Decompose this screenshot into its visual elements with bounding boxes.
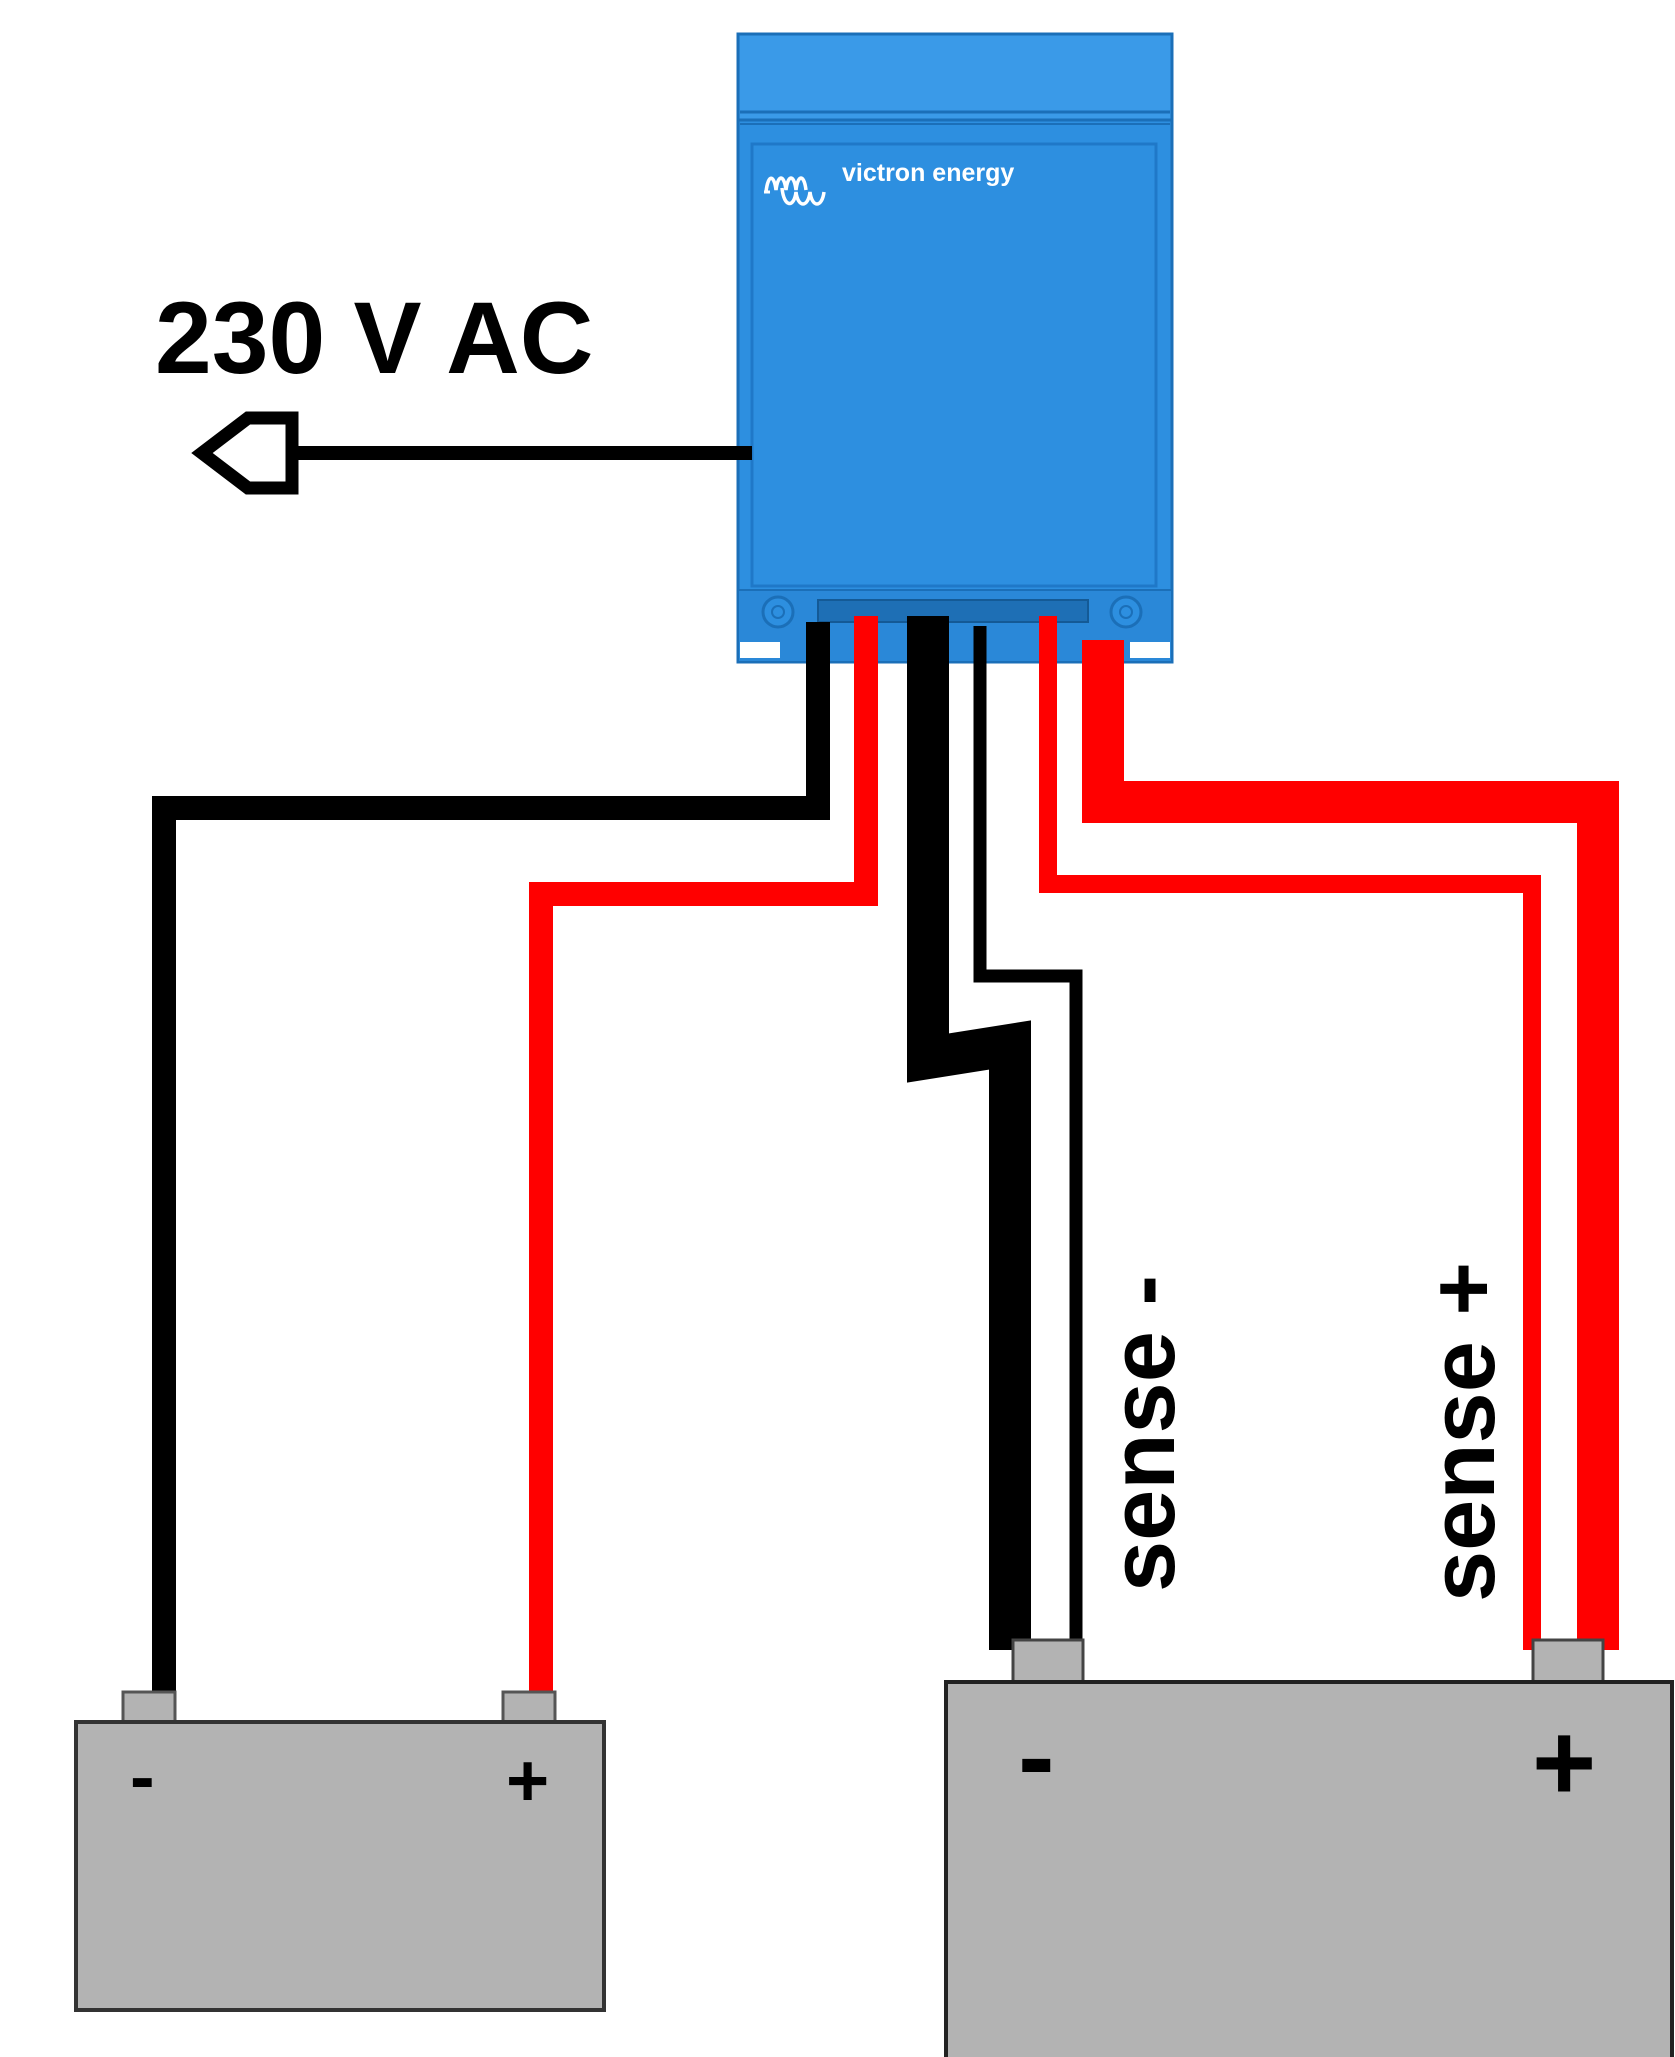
- sense-negative-label: sense -: [1092, 1275, 1194, 1592]
- main-negative-wire: [907, 616, 1031, 1650]
- ac-voltage-label: 230 V AC: [155, 281, 593, 395]
- brand-text: victron energy: [842, 159, 1014, 187]
- battery-small-body: [74, 1720, 606, 2012]
- small-battery-positive-wire: [529, 616, 878, 1694]
- battery-large-plus-label: +: [1532, 1701, 1596, 1824]
- battery-small-minus-label: -: [130, 1735, 155, 1818]
- battery-small-plus-label: +: [506, 1739, 549, 1822]
- power-supply-top-cap: [736, 32, 1174, 122]
- battery-large-terminal-negative: [1011, 1638, 1085, 1686]
- sense-positive-wire: [1039, 616, 1541, 1650]
- small-battery-negative-wire: [152, 622, 830, 1698]
- battery-large-body: [944, 1680, 1674, 2057]
- battery-large-minus-label: -: [1018, 1695, 1055, 1818]
- mount-screw-icon: [1109, 595, 1143, 629]
- power-supply-body: [736, 32, 1174, 664]
- battery-small-terminal-negative: [121, 1690, 177, 1726]
- sense-positive-label: sense +: [1412, 1262, 1514, 1602]
- power-supply-unit: victron energy: [736, 32, 1174, 664]
- battery-small-terminal-positive: [501, 1690, 557, 1726]
- battery-small: - +: [74, 1690, 606, 2012]
- main-positive-wire: [1082, 640, 1619, 1650]
- battery-large-terminal-positive: [1531, 1638, 1605, 1686]
- power-supply-front-panel: [750, 142, 1158, 588]
- mount-screw-icon: [761, 595, 795, 629]
- sense-negative-wire: [973, 626, 1083, 1650]
- ac-output: 230 V AC: [155, 281, 752, 495]
- battery-large: - +: [944, 1638, 1674, 2057]
- ac-plug-arrow-icon: [191, 411, 299, 495]
- wires: [152, 616, 1619, 1698]
- cable-gland-slot: [817, 599, 1089, 623]
- victron-logo-icon: [764, 176, 826, 206]
